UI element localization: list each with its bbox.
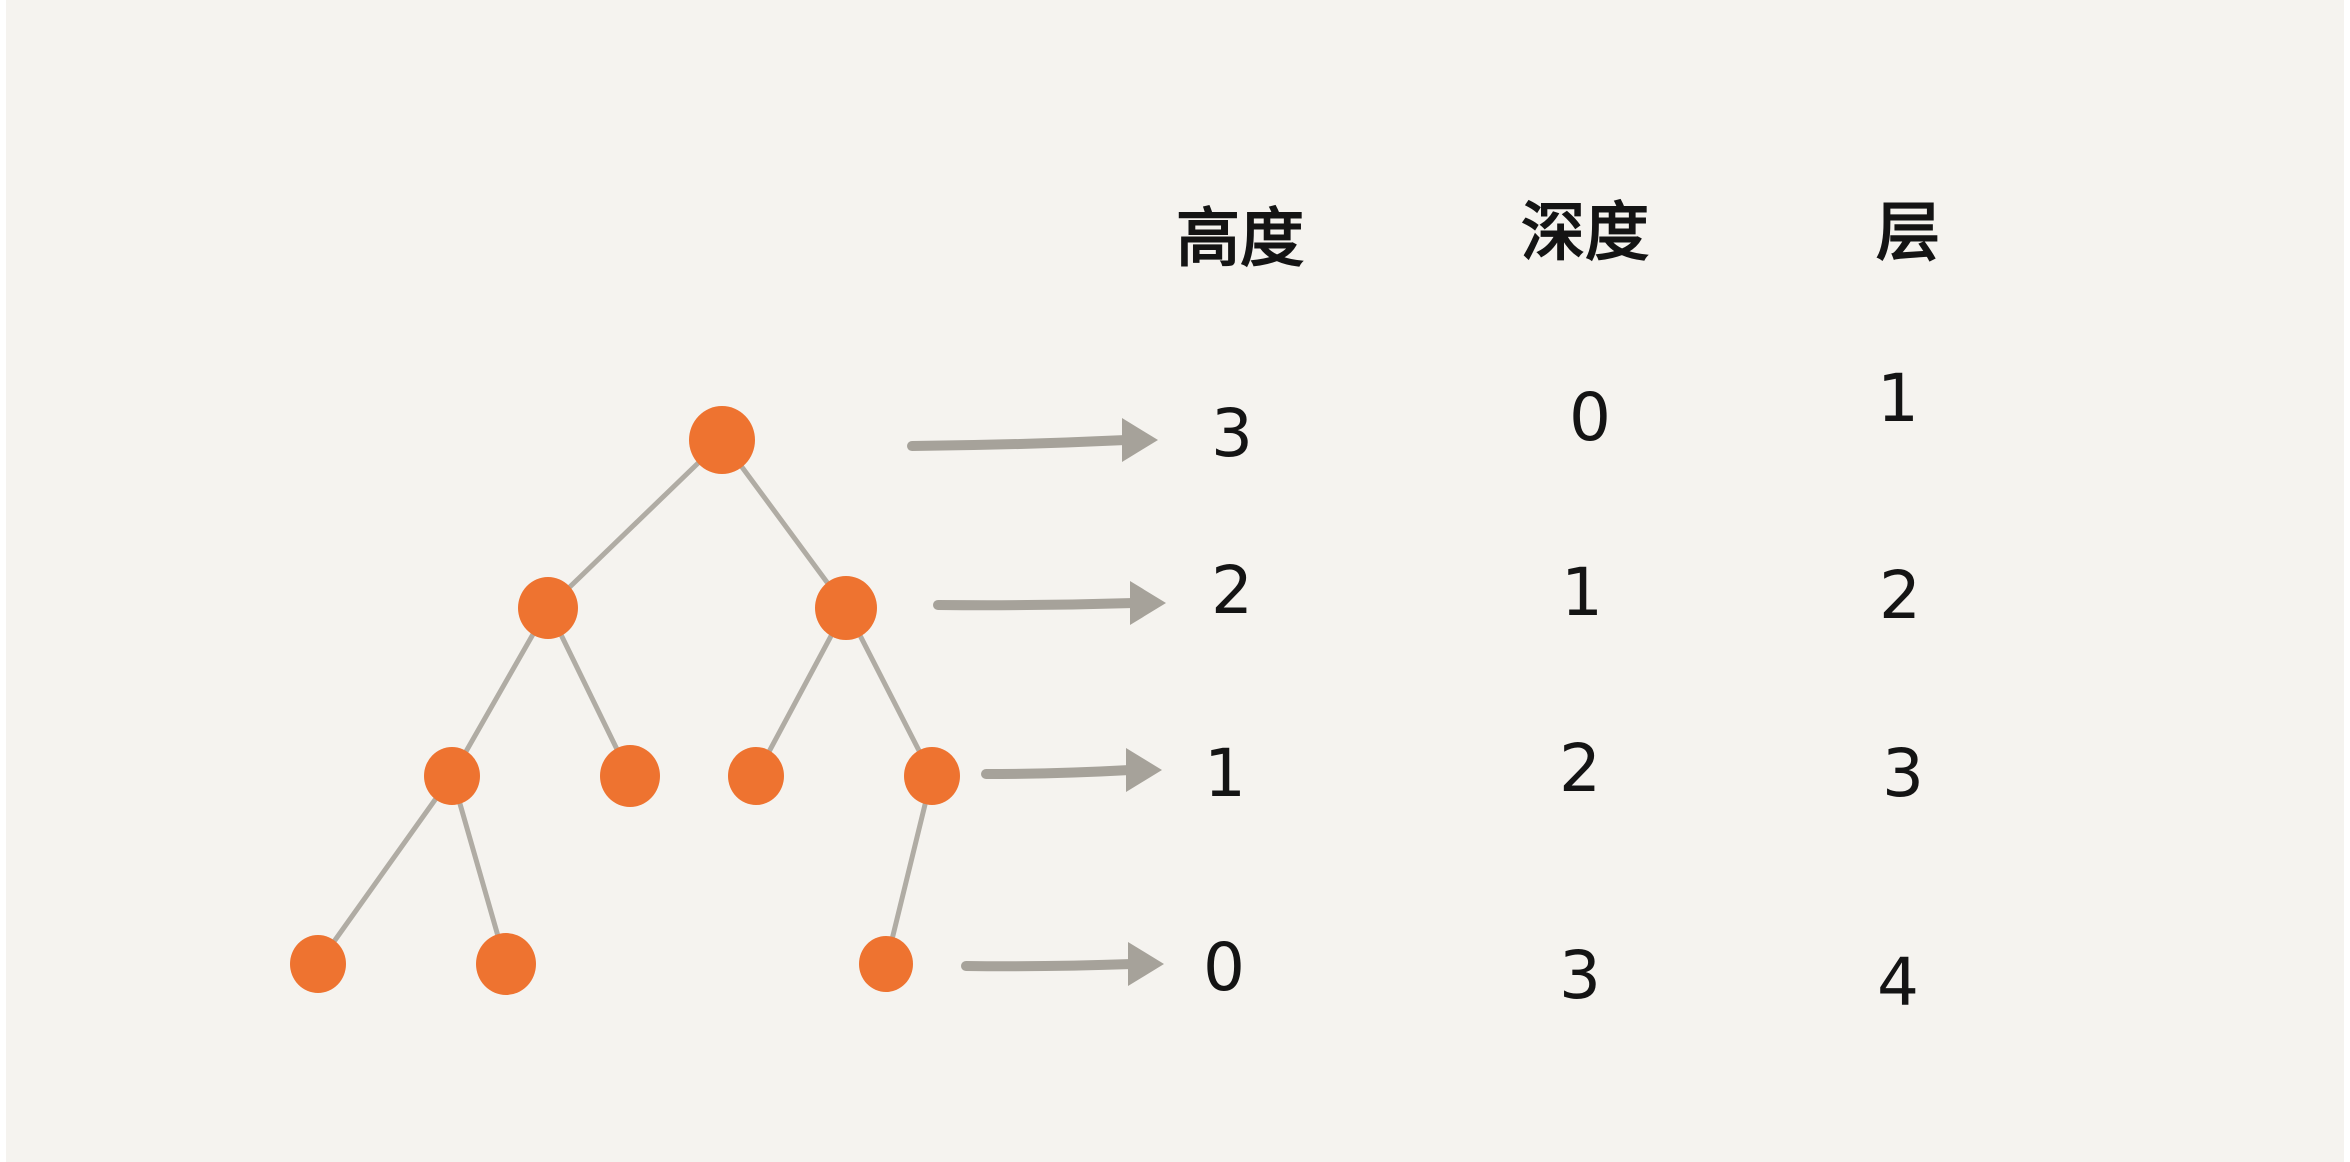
row-2-depth: 1	[1561, 554, 1603, 631]
tree-node-LL	[424, 747, 480, 805]
row-1-level: 1	[1877, 360, 1919, 437]
tree-nodes	[290, 406, 960, 995]
row-4-height: 0	[1203, 929, 1245, 1006]
row-3-depth: 2	[1559, 730, 1601, 807]
arrow-head	[1126, 748, 1162, 792]
arrow-shaft	[933, 598, 1139, 611]
header-depth: 深度	[1521, 197, 1649, 271]
arrow-shaft	[981, 765, 1135, 779]
level-arrow-4	[961, 942, 1164, 986]
row-1-depth: 0	[1569, 379, 1611, 456]
tree-node-LLL	[290, 935, 346, 993]
tree-edge-root-R	[719, 437, 849, 611]
arrow-shaft	[961, 959, 1137, 972]
tree-node-RR	[904, 747, 960, 805]
tree-edge-root-L	[545, 437, 725, 611]
level-arrow-3	[981, 748, 1162, 792]
level-arrow-2	[933, 581, 1166, 625]
row-4-level: 4	[1877, 944, 1919, 1021]
tree-node-LLR	[476, 933, 536, 995]
right-frame-edge	[2344, 0, 2350, 1162]
row-2-level: 2	[1879, 557, 1921, 634]
header-level: 层	[1876, 197, 1940, 271]
tree-edge-L-LL	[449, 605, 551, 779]
arrow-shaft	[907, 435, 1131, 451]
row-3-level: 3	[1882, 735, 1924, 812]
tree-edge-RR-RRL	[883, 773, 935, 967]
row-2-height: 2	[1211, 552, 1253, 629]
row-4-depth: 3	[1559, 937, 1601, 1014]
tree-edge-LL-LLR	[449, 773, 509, 967]
tree-node-root	[689, 406, 755, 474]
arrow-head	[1128, 942, 1164, 986]
tree-node-R	[815, 576, 877, 640]
arrow-head	[1122, 418, 1158, 462]
tree-node-RL	[728, 747, 784, 805]
level-arrow-1	[907, 418, 1158, 462]
tree-node-L	[518, 577, 578, 639]
arrow-head	[1130, 581, 1166, 625]
level-arrows	[907, 418, 1166, 986]
tree-node-LR	[600, 745, 660, 807]
row-3-height: 1	[1204, 735, 1246, 812]
left-frame-edge	[0, 0, 6, 1162]
tree-edge-L-LR	[545, 605, 633, 779]
row-1-height: 3	[1211, 395, 1253, 472]
tree-edge-LL-LLL	[315, 773, 455, 967]
tree-node-RRL	[859, 936, 913, 992]
header-height: 高度	[1176, 203, 1304, 277]
